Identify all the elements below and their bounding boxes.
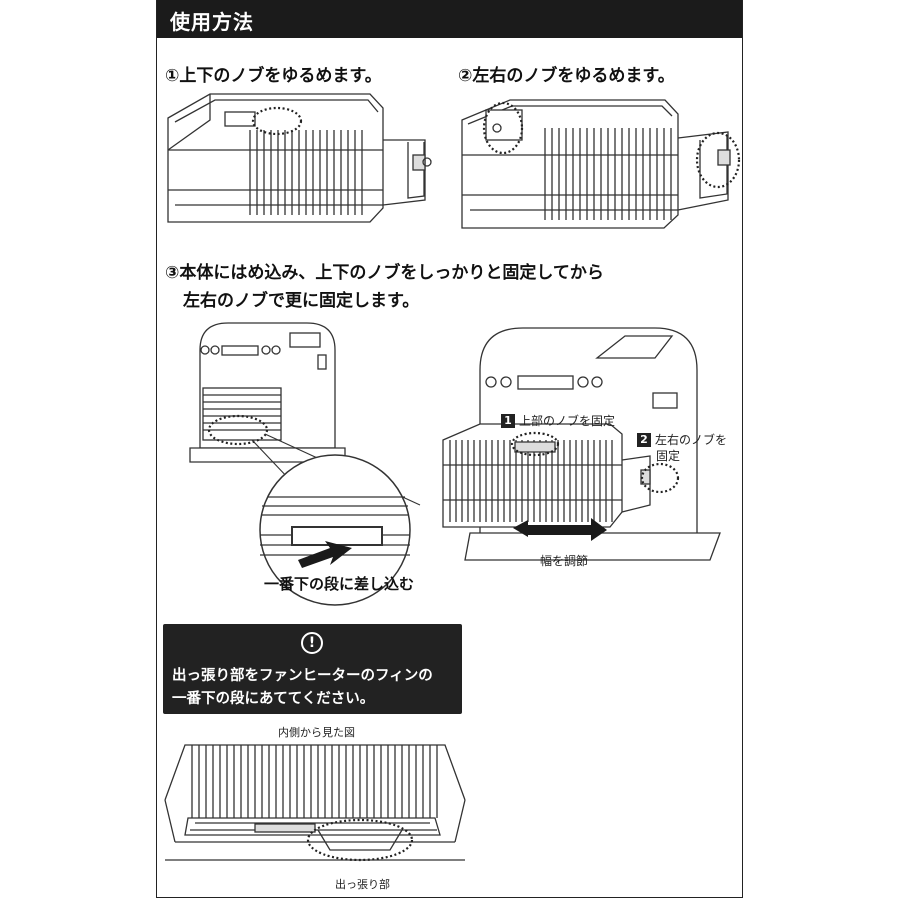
zoom-detail bbox=[251, 433, 421, 606]
highlight-protrusion bbox=[306, 818, 414, 862]
exclamation-circle-icon: ! bbox=[301, 632, 323, 654]
step-3-text-line1: ③本体にはめ込み、上下のノブをしっかりと固定してから bbox=[165, 263, 604, 283]
highlight-side-knob-fixed bbox=[640, 462, 680, 494]
highlight-top-knob-step1 bbox=[251, 106, 303, 136]
highlight-top-knob-fixed bbox=[510, 431, 560, 457]
highlight-left-knob-step2 bbox=[482, 101, 524, 155]
basket-illustration-step2 bbox=[461, 99, 731, 229]
basket-illustration-step1 bbox=[167, 93, 432, 223]
heater-illustration-large bbox=[442, 327, 721, 561]
header-bar bbox=[157, 0, 742, 38]
width-adjust-label: 幅を調節 bbox=[540, 554, 589, 568]
heater-illustration-small bbox=[189, 322, 346, 463]
step-number-badge: 1 bbox=[501, 414, 515, 428]
page-title: 使用方法 bbox=[170, 10, 254, 34]
warning-line-2: 一番下の段にあててください。 bbox=[172, 691, 375, 707]
step-2-text: ②左右のノブをゆるめます。 bbox=[458, 66, 675, 86]
protrusion-label: 出っ張り部 bbox=[335, 878, 390, 891]
highlight-right-knob-step2 bbox=[695, 131, 741, 189]
inner-view-caption: 内側から見た図 bbox=[278, 726, 355, 739]
fix-top-knob-text: 上部のノブを固定 bbox=[519, 414, 616, 428]
fix-side-knob-label: 2 左右のノブを bbox=[637, 431, 727, 448]
inner-view-illustration bbox=[164, 744, 466, 861]
fix-side-knob-text: 左右のノブを bbox=[655, 433, 728, 447]
warning-line-1: 出っ張り部をファンヒーターのフィンの bbox=[172, 668, 433, 684]
step-1-text: ①上下のノブをゆるめます。 bbox=[165, 66, 382, 86]
fix-top-knob-label: 1 上部のノブを固定 bbox=[501, 412, 615, 429]
highlight-lowest-fin bbox=[207, 414, 269, 446]
step-3-text-line2: 左右のノブで更に固定します。 bbox=[183, 291, 420, 311]
width-adjust-arrow bbox=[513, 518, 607, 541]
step-number-badge: 2 bbox=[637, 433, 651, 447]
fix-side-knob-text-2: 固定 bbox=[656, 449, 681, 463]
insert-arrow bbox=[298, 541, 352, 568]
insert-label: 一番下の段に差し込む bbox=[264, 575, 415, 593]
